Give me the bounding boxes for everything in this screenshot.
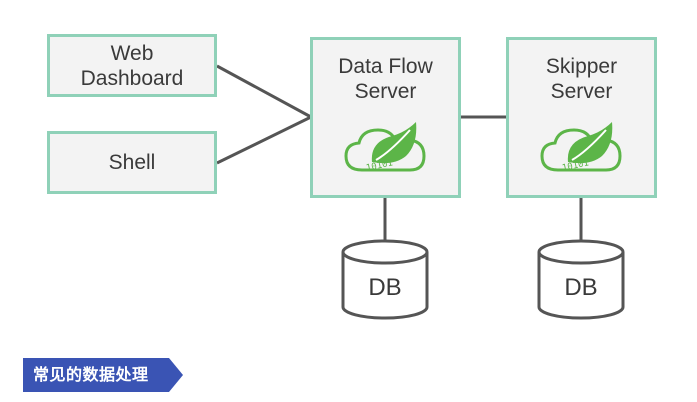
spring-cloud-leaf-icon: 10101 bbox=[343, 122, 426, 174]
connector-shell-to-dataflow bbox=[216, 115, 312, 165]
skipper-server-box: Skipper Server 10101 bbox=[506, 37, 657, 198]
skipper-server-label: Skipper Server bbox=[545, 55, 618, 103]
data-flow-server-box: Data Flow Server 10101 bbox=[310, 37, 461, 198]
shell-box: Shell bbox=[47, 131, 217, 194]
db-label-2: DB bbox=[564, 274, 597, 301]
web-dashboard-box: Web Dashboard bbox=[47, 34, 217, 97]
database-1: DB bbox=[341, 239, 429, 320]
web-dashboard-label: Web Dashboard bbox=[80, 41, 184, 90]
shell-label: Shell bbox=[108, 151, 156, 174]
section-banner-title: 常见的数据处理 bbox=[33, 365, 149, 384]
section-banner: 常见的数据处理 bbox=[23, 358, 183, 392]
connector-web-to-dataflow bbox=[216, 64, 312, 119]
database-2: DB bbox=[537, 239, 625, 320]
banner-arrow-shape bbox=[23, 358, 183, 392]
data-flow-server-label: Data Flow Server bbox=[338, 55, 433, 103]
db-label-1: DB bbox=[368, 274, 401, 301]
spring-cloud-leaf-icon: 10101 bbox=[539, 122, 622, 174]
